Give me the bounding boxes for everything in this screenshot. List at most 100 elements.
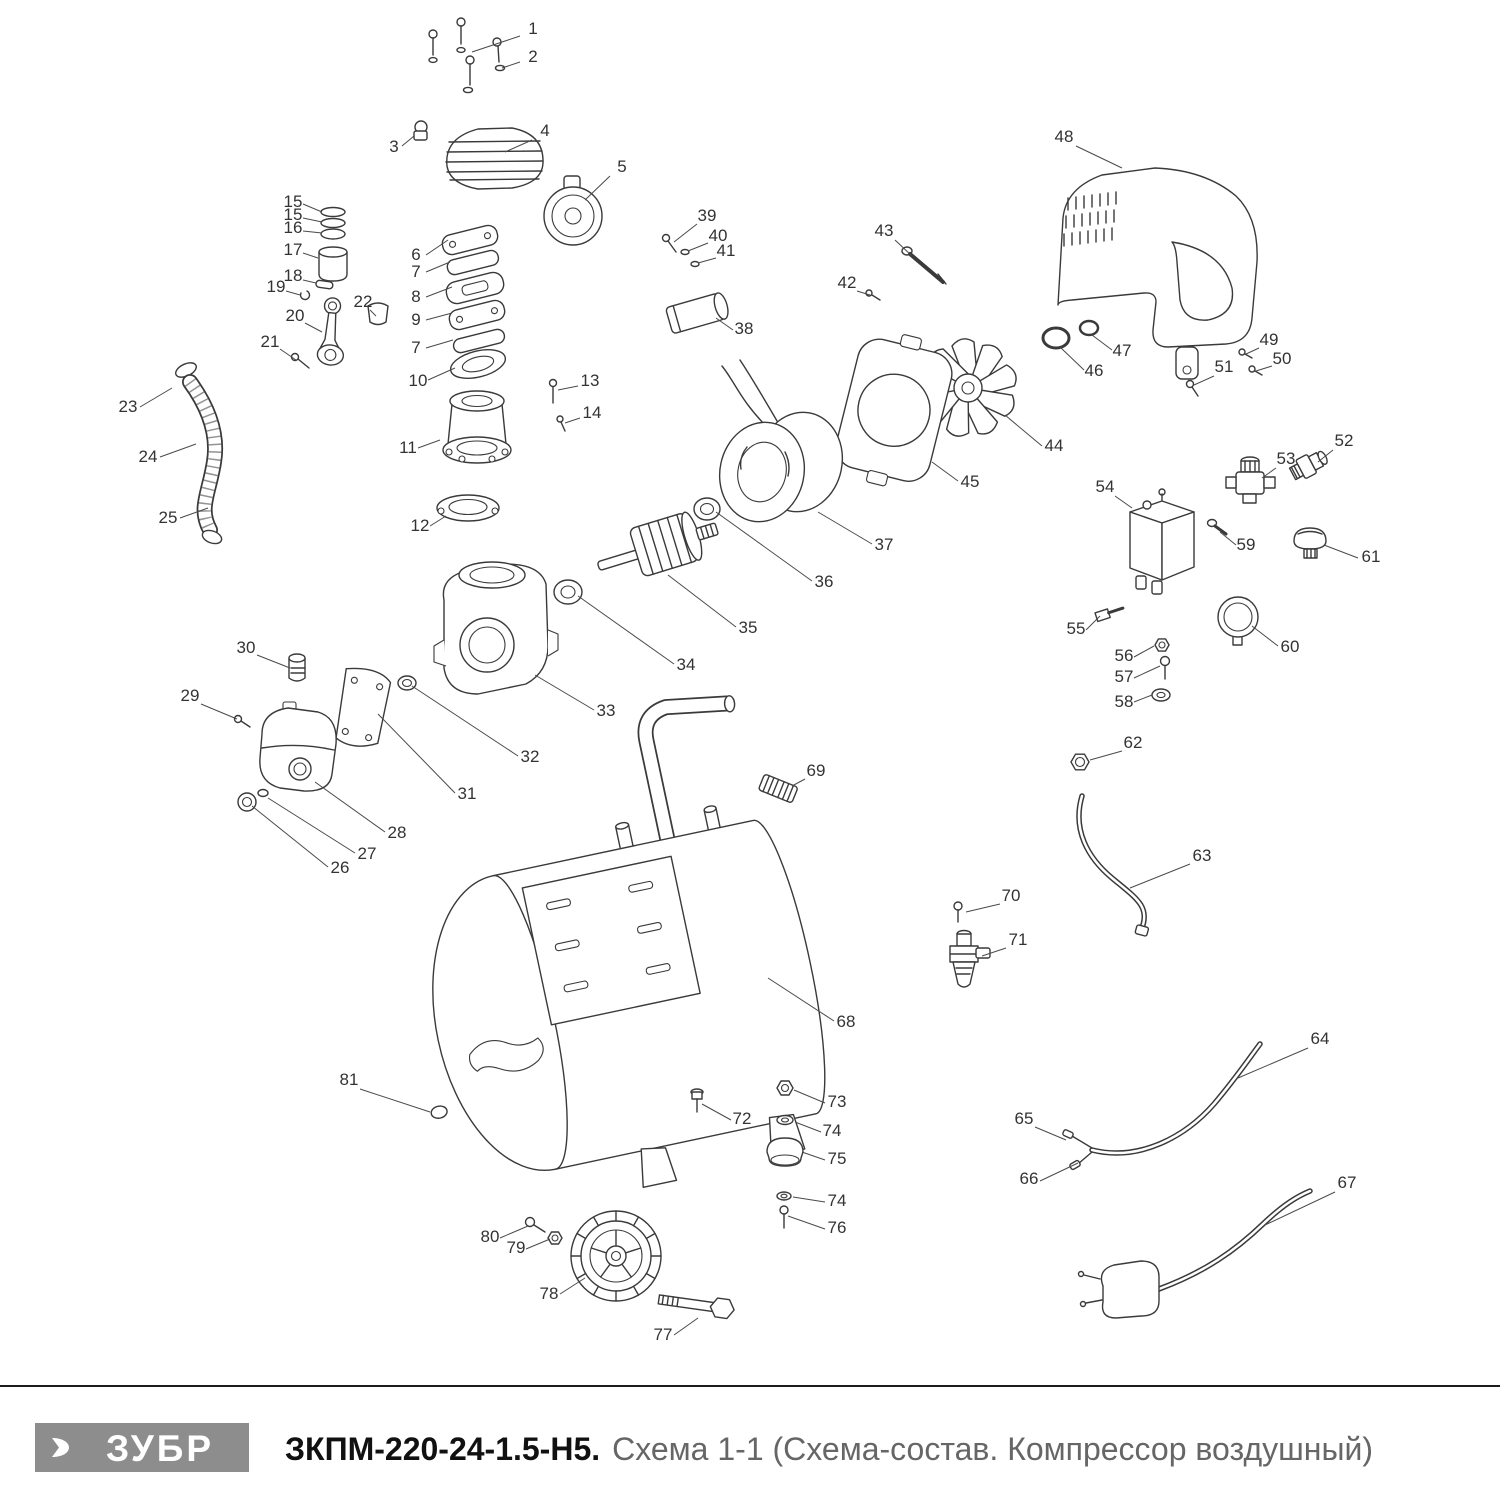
leader-line-15 [302,217,323,223]
leader-line-27 [267,797,356,854]
leader-line-60 [1251,625,1279,647]
part-number-23: 23 [119,397,138,416]
leader-line-51 [1193,375,1215,386]
leader-line-68 [767,977,835,1022]
part-number-13: 13 [581,371,600,390]
pipe-nipple [758,774,798,803]
part-number-2: 2 [528,47,537,66]
part-number-25: 25 [159,508,178,527]
part-number-6: 6 [411,245,420,264]
leader-line-21 [279,348,297,361]
part-number-81: 81 [340,1070,359,1089]
part-number-57: 57 [1115,667,1134,686]
leader-line-16 [302,230,323,234]
part-number-78: 78 [540,1284,559,1303]
leader-line-56 [1133,645,1155,658]
axle-bolt [657,1294,735,1320]
leader-line-61 [1323,544,1359,559]
leader-line-32 [411,685,519,757]
bearing-rear [553,579,583,605]
leader-line-72 [701,1103,732,1121]
leader-line-69 [791,778,806,787]
part-number-58: 58 [1115,692,1134,711]
foot-washer-top [776,1114,794,1126]
leader-line-54 [1114,495,1133,509]
flexible-hose [175,362,223,545]
brand-logo-icon [52,1438,69,1457]
pressure-regulator [1225,456,1276,504]
leader-line-46 [1059,346,1085,371]
leader-line-25 [179,507,209,519]
leader-line-53 [1261,467,1277,479]
leader-line-22 [369,309,377,317]
leader-line-8 [425,286,453,298]
footer: ЗУБР ЗКПМ-220-24-1.5-Н5.Схема 1-1 (Схема… [0,1385,1500,1472]
part-number-70: 70 [1002,886,1021,905]
part-number-4: 4 [540,121,549,140]
leader-line-38 [715,317,734,331]
leader-line-63 [1129,863,1191,889]
check-valve [949,929,991,988]
part-number-39: 39 [698,206,717,225]
cover-screw [233,714,251,728]
leader-line-74 [792,1196,826,1203]
part-number-26: 26 [331,858,350,877]
leader-line-9 [425,312,453,321]
capacitor [665,292,729,334]
leader-line-1 [471,35,521,53]
inlet-fitting [1094,606,1125,623]
part-number-77: 77 [654,1325,673,1344]
oil-breather [288,653,306,682]
leader-line-3 [401,135,415,147]
leader-line-30 [256,654,291,669]
brand-logo [35,1423,249,1472]
nut-small [1154,638,1170,652]
leader-line-41 [697,257,717,264]
shaft-seal [397,675,417,691]
wheel-screw [524,1216,546,1233]
leader-line-62 [1089,750,1123,761]
part-number-54: 54 [1096,477,1115,496]
leader-line-36 [715,511,813,582]
rubber-foot [766,1137,804,1167]
part-number-79: 79 [507,1238,526,1257]
part-number-9: 9 [411,310,420,329]
part-number-37: 37 [875,535,894,554]
part-number-24: 24 [139,447,158,466]
part-labels: 1234515151617181967897102022212324251314… [119,19,1381,1344]
part-number-33: 33 [597,701,616,720]
crankcase-cover [259,701,337,792]
valve-plate-stack [441,224,507,380]
part-number-7: 7 [411,338,420,357]
washer-small [1151,688,1171,702]
part-number-40: 40 [709,226,728,245]
leader-line-26 [251,805,329,868]
leader-line-64 [1237,1047,1309,1079]
wheel [570,1210,662,1302]
part-number-27: 27 [358,844,377,863]
adjust-knob [1293,527,1327,559]
part-number-17: 17 [284,240,303,259]
leader-line-6 [425,239,449,256]
part-number-22: 22 [354,292,373,311]
part-number-1: 1 [528,19,537,38]
piston-pin [299,279,334,301]
leader-line-75 [801,1151,826,1161]
leader-line-79 [525,1238,551,1250]
leader-line-70 [965,903,1001,913]
motor-bolt [865,289,881,301]
part-number-11: 11 [399,438,417,457]
leader-line-15 [302,203,323,213]
part-number-19: 19 [267,277,286,296]
leader-line-14 [564,417,581,424]
part-number-28: 28 [388,823,407,842]
quick-coupler [1288,450,1328,481]
leader-line-73 [793,1089,826,1104]
part-number-21: 21 [261,332,280,351]
part-number-47: 47 [1113,341,1132,360]
o-rings [1041,319,1100,350]
leader-line-78 [559,1277,586,1295]
wheel-nut [547,1231,563,1245]
leader-line-7 [425,339,454,349]
